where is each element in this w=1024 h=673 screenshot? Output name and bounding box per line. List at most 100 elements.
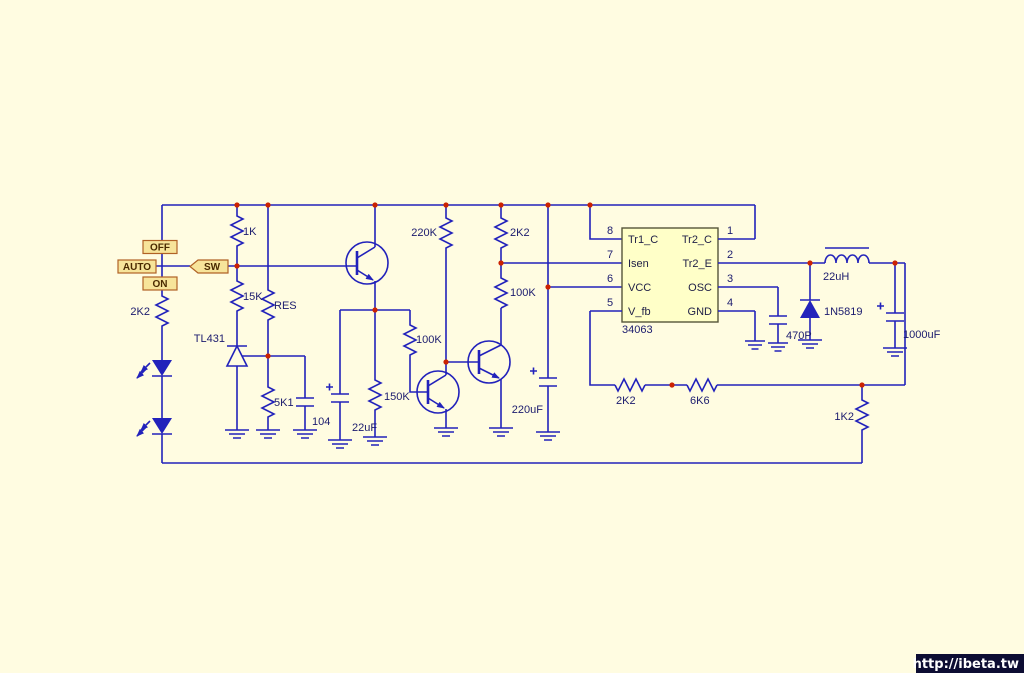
net-box-auto xyxy=(117,259,157,274)
junction-dot xyxy=(372,307,378,313)
ic-pin-label: VCC xyxy=(628,282,651,294)
ground-icon xyxy=(363,436,387,446)
resistor-220k xyxy=(438,205,454,362)
net-port-sw xyxy=(189,259,229,274)
capacitor-22uf xyxy=(326,310,352,449)
capacitor-1000uf xyxy=(877,263,907,357)
plus-icon xyxy=(326,383,333,391)
ic-34063: Tr1_C Isen VCC V_fb Tr2_C Tr2_E OSC GND … xyxy=(607,225,733,336)
ic-pin-label: Tr2_C xyxy=(682,234,712,246)
label-tl431: TL431 xyxy=(194,333,225,345)
label-c-22uf: 22uF xyxy=(352,422,377,434)
transistor-q2 xyxy=(416,370,460,414)
ground-icon xyxy=(536,431,560,441)
q1-emitter-arrow xyxy=(356,269,374,281)
capacitor-220uf-plates xyxy=(539,377,557,387)
label-r-1k: 1K xyxy=(243,226,257,238)
junction-dot xyxy=(669,382,675,388)
capacitor-470p-wires xyxy=(718,286,779,343)
diode-triangle xyxy=(800,300,820,318)
ic-pin-label: V_fb xyxy=(628,306,651,318)
junction-dot xyxy=(234,263,240,269)
label-c-104: 104 xyxy=(312,416,330,428)
net-label-auto: AUTO xyxy=(123,262,151,273)
junction-dot xyxy=(859,382,865,388)
ground-icon xyxy=(293,429,317,439)
q2-emitter-arrow xyxy=(427,397,445,409)
ground-icon xyxy=(225,429,249,439)
capacitor-104-plates xyxy=(296,397,314,407)
ic-pin-number: 6 xyxy=(607,273,613,285)
ic-pin-label: Isen xyxy=(628,258,649,270)
q3-collector-wire xyxy=(478,308,502,357)
label-r-6k6-fb: 6K6 xyxy=(690,395,710,407)
inductor-22uh xyxy=(824,247,870,264)
ic-pin-number: 1 xyxy=(727,225,733,237)
ground-icon xyxy=(883,347,907,357)
diode-1n5819 xyxy=(798,263,822,349)
ground-icon xyxy=(489,427,513,437)
label-r-150k: 150K xyxy=(384,391,410,403)
tl431-shunt-regulator xyxy=(225,344,268,439)
transistor-q1 xyxy=(345,241,389,285)
watermark-bar xyxy=(916,654,1024,673)
junction-dot xyxy=(265,202,271,208)
component-labels: 1K 15K 2K2 TL431 RES 5K1 104 22uF 150K 1… xyxy=(130,226,940,434)
label-l-22uh: 22uH xyxy=(823,271,849,283)
resistor-1k2 xyxy=(854,385,870,463)
switch-output-wire xyxy=(718,262,906,385)
junction-dot xyxy=(545,202,551,208)
ic-pin-label: Tr1_C xyxy=(628,234,658,246)
plus-icon xyxy=(530,367,537,375)
led-2-triangle xyxy=(152,418,172,434)
label-r-15k: 15K xyxy=(243,291,263,303)
watermark: http://ibeta.tw xyxy=(913,654,1024,673)
ground-icon xyxy=(328,439,352,449)
label-c-220uf: 220uF xyxy=(512,404,543,416)
ground-icon xyxy=(434,427,458,437)
ground-icon xyxy=(745,340,765,350)
label-r-1k2: 1K2 xyxy=(834,411,854,423)
led-2 xyxy=(136,418,172,463)
resistor-100k-right xyxy=(493,263,509,309)
ground-icon xyxy=(256,429,280,439)
ground-icon xyxy=(768,342,788,352)
led-1 xyxy=(136,360,172,418)
ic-pin-number: 4 xyxy=(727,297,733,309)
plus-icon xyxy=(877,302,884,310)
pin1-wire xyxy=(718,205,756,240)
led-1-arrow-icon xyxy=(140,362,151,373)
inductor-coils xyxy=(824,254,870,264)
junction-dot xyxy=(498,260,504,266)
net-label-sw: SW xyxy=(204,262,221,273)
q2-collector-wire xyxy=(427,362,447,387)
net-box-on xyxy=(142,276,178,291)
feedback-network xyxy=(589,310,905,463)
label-r-100k-right: 100K xyxy=(510,287,536,299)
label-d-1n5819: 1N5819 xyxy=(824,306,863,318)
capacitor-1000uf-plates xyxy=(886,312,904,322)
ic-pin-label: Tr2_E xyxy=(682,258,712,270)
net-labels: OFF AUTO ON SW xyxy=(117,239,229,291)
q1-collector-wire xyxy=(356,205,376,259)
resistor-100k-mid xyxy=(402,310,428,393)
vfb-wire xyxy=(589,310,622,386)
net-box-off xyxy=(142,239,178,255)
capacitor-104 xyxy=(268,355,317,439)
junction-dot xyxy=(234,202,240,208)
capacitor-104-wires xyxy=(268,355,306,430)
watermark-text: http://ibeta.tw xyxy=(913,657,1019,672)
resistor-150k xyxy=(367,310,383,437)
label-r-100k-mid: 100K xyxy=(416,334,442,346)
q1-stage xyxy=(228,205,428,449)
label-r-220k: 220K xyxy=(411,227,437,239)
resistor-6k6-feedback xyxy=(686,377,718,393)
label-c-470p: 470P xyxy=(786,330,812,342)
resistor-5k1 xyxy=(260,356,276,430)
label-r-2k2-top: 2K2 xyxy=(510,227,530,239)
ic-pin-label: OSC xyxy=(688,282,712,294)
resistor-2k2-feedback xyxy=(614,377,646,393)
led-1-arrow-icon xyxy=(136,368,147,379)
